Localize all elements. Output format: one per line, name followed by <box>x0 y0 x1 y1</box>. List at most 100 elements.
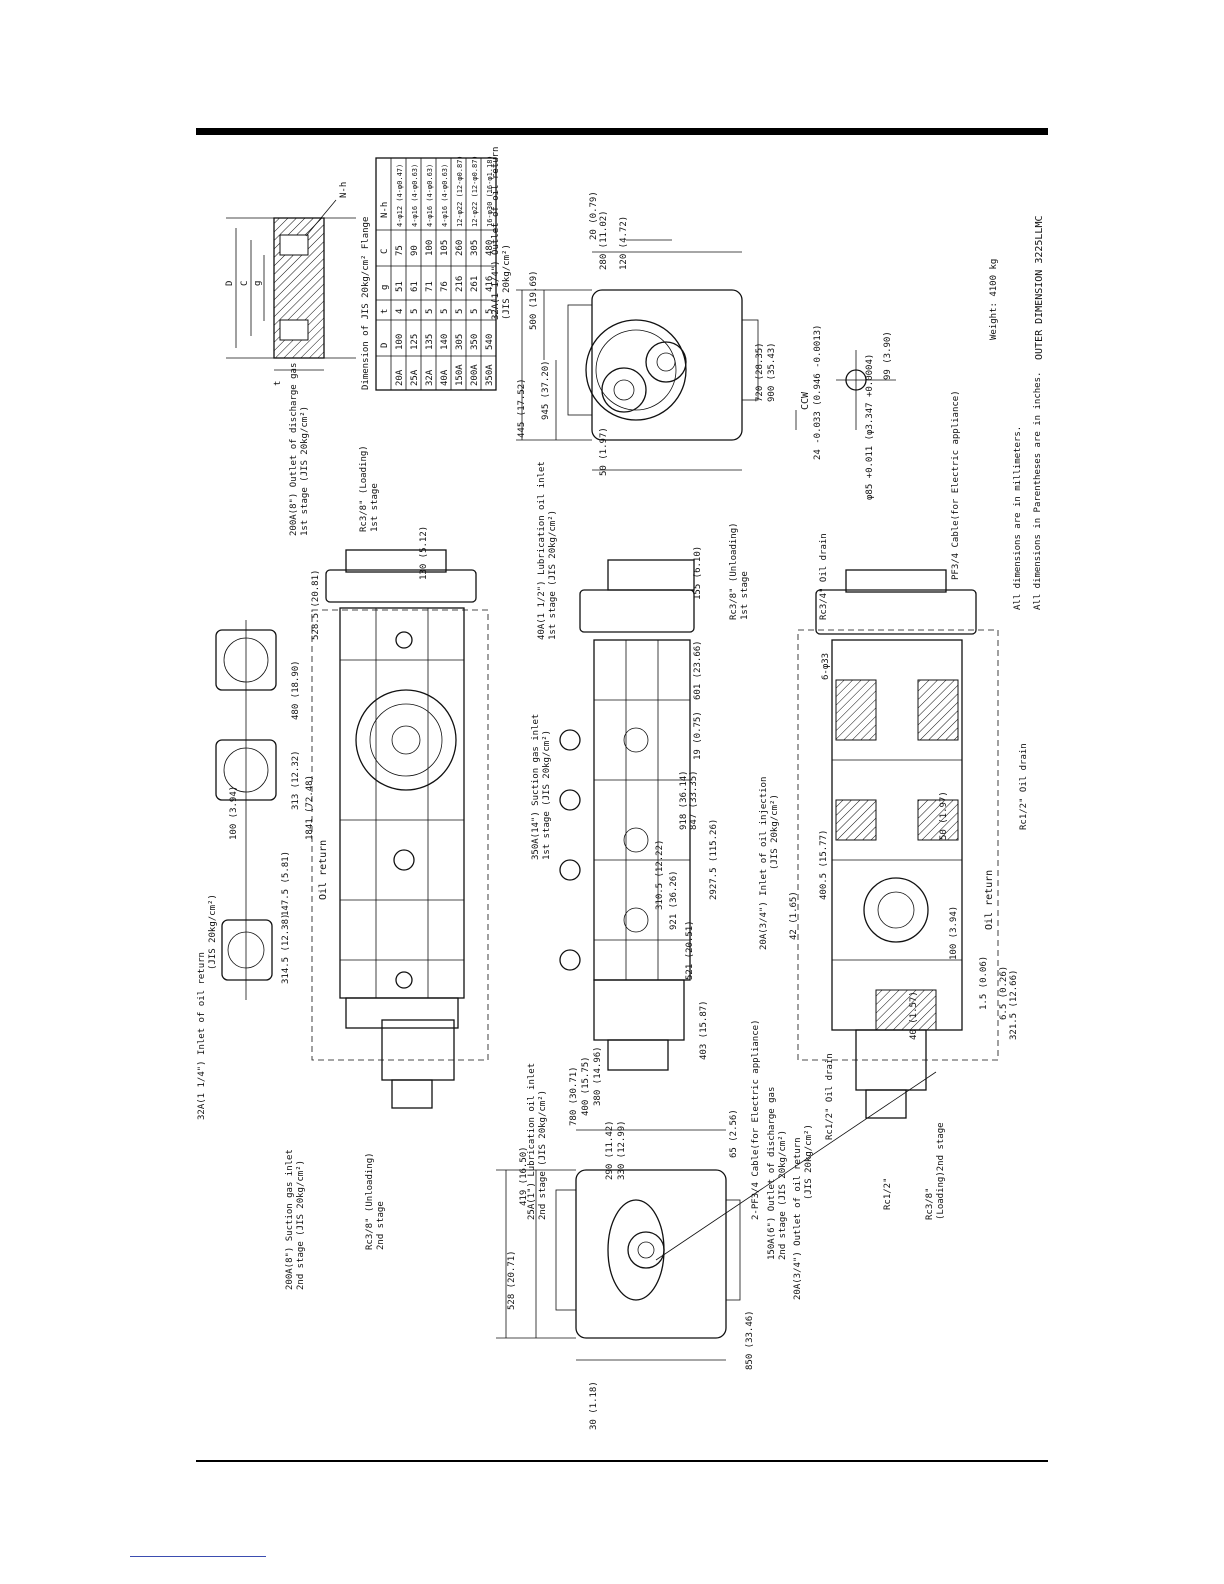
table-row-cell: 4-φ16 (4-φ0.63) <box>411 164 419 227</box>
flange-col-nh: N-h <box>380 202 390 218</box>
table-row-cell: 4-φ16 (4-φ0.63) <box>441 164 449 227</box>
callout-lube-inlet-1st-2: 1st stage (JIS 20kg/cm²) <box>548 510 558 640</box>
table-row-cell: 12-φ22 (12-φ0.87) <box>456 155 464 227</box>
table-row-cell: 25A <box>410 369 420 386</box>
flange-table-title: Dimension of JIS 20kg/cm² Flange <box>361 217 371 390</box>
table-row-cell: 5 <box>410 309 420 314</box>
table-row-cell: 100 <box>395 334 405 350</box>
flange-label-nh: N-h <box>339 182 349 198</box>
drawing-title: OUTER DIMENSION 3225LLMC <box>1034 216 1045 361</box>
dimension-label: 30 (1.18) <box>589 1381 599 1430</box>
flange-col-d: D <box>380 343 390 348</box>
callout-oil-drain-12-b: Rc1/2" Oil drain <box>825 1053 835 1140</box>
top-rule <box>196 128 1048 135</box>
dimension-label: 918 (36.14) <box>679 770 689 830</box>
table-row-cell: 61 <box>410 281 420 292</box>
shaft-end-detail <box>795 350 896 430</box>
callout-outlet-oil-return-32-2: (JIS 20kg/cm²) <box>502 244 512 320</box>
table-row-cell: 416 <box>485 276 495 292</box>
units-inch-note: All dimensions in Parentheses are in inc… <box>1033 372 1043 610</box>
table-row-cell: 5 <box>425 309 435 314</box>
callout-unloading-1st: Rc3/8" (Unloading) <box>729 522 739 620</box>
table-row-cell: 4-φ16 (4-φ0.63) <box>426 164 434 227</box>
dimension-label: 847 (33.35) <box>689 770 699 830</box>
callout-oil-injection-2: (JIS 20kg/cm²) <box>770 794 780 870</box>
bottom-end-view <box>496 1129 741 1361</box>
callout-oil-injection: 20A(3/4") Inlet of oil injection <box>759 777 769 950</box>
dimension-label: 921 (36.26) <box>669 870 679 930</box>
table-row-cell: 480 <box>485 240 495 256</box>
callout-unloading-2nd: Rc3/8" (Unloading) <box>365 1152 375 1250</box>
flange-col-c: C <box>380 249 390 254</box>
callout-rc38-loading-2nd-2: (Loading)2nd stage <box>936 1122 946 1220</box>
table-row-cell: 350 <box>470 334 480 350</box>
callout-rc38-loading-2nd: Rc3/8" <box>925 1187 935 1220</box>
callout-suction-1st-2: 1st stage (JIS 20kg/cm²) <box>542 730 552 860</box>
dimension-label: 528.5 (20.81) <box>311 570 321 640</box>
compressor-top-view <box>215 549 489 1109</box>
table-row-cell: 5 <box>440 309 450 314</box>
dimension-label: 528 (20.71) <box>507 1250 517 1310</box>
dimension-label: 601 (23.66) <box>693 640 703 700</box>
dimension-label: 780 (30.71) <box>569 1066 579 1126</box>
table-row-cell: 135 <box>425 334 435 350</box>
flange-col-t: t <box>380 309 390 314</box>
footnote-rule <box>130 1556 266 1557</box>
dimension-label: 720 (28.35) <box>755 342 765 402</box>
table-row-cell: 140 <box>440 334 450 350</box>
table-row-cell: 540 <box>485 334 495 350</box>
callout-discharge-2nd-2: 2nd stage (JIS 20kg/cm²) <box>778 1130 788 1260</box>
dimension-label: 480 (18.90) <box>291 660 301 720</box>
dimension-label: 500 (19.69) <box>529 270 539 330</box>
dimension-label: 130 (5.12) <box>419 526 429 580</box>
dimension-label: 147.5 (5.81) <box>281 851 291 916</box>
table-row-cell: 90 <box>410 245 420 256</box>
table-row-cell: 125 <box>410 334 420 350</box>
dimension-label: 120 (4.72) <box>619 216 629 270</box>
dimension-label: 50 (1.97) <box>599 427 609 476</box>
flange-label-t: t <box>273 381 283 386</box>
table-row-cell: 4 <box>395 309 405 314</box>
flange-label-c: C <box>240 281 250 286</box>
dimension-label: 945 (37.20) <box>541 360 551 420</box>
table-row-cell: 350A <box>485 364 495 386</box>
table-row-cell: 12-φ22 (12-φ0.87) <box>471 155 479 227</box>
table-row-cell: 260 <box>455 240 465 256</box>
callout-outlet-discharge: 200A(8") Outlet of discharge gas <box>289 363 299 536</box>
table-row-cell: 100 <box>425 240 435 256</box>
table-row-cell: 75 <box>395 245 405 256</box>
callout-inlet-oil-return-32-2: (JIS 20kg/cm²) <box>208 894 218 970</box>
callout-inlet-oil-return-32: 32A(1 1/4") Inlet of oil return <box>197 952 207 1120</box>
dimension-label: 155 (6.10) <box>693 546 703 600</box>
units-mm-note: All dimensions are in millimeters. <box>1013 426 1023 610</box>
dimension-label: 445 (17.52) <box>517 378 527 438</box>
dimension-label: 1841 (72.48) <box>305 775 315 840</box>
shaft-keyway: 24 -0.033 (0.946 -0.0013) <box>813 325 823 460</box>
dimension-label: 1.5 (0.06) <box>979 956 989 1010</box>
table-row-cell: 16-φ30 (16-φ1.18) <box>486 155 494 227</box>
dimension-label: 50 (1.97) <box>939 791 949 840</box>
dimension-label: 403 (15.87) <box>699 1000 709 1060</box>
dimension-label: 419 (16.50) <box>519 1146 529 1206</box>
dimension-label: 850 (33.46) <box>745 1310 755 1370</box>
dimension-label: 40 (1.57) <box>909 991 919 1040</box>
table-row-cell: 5 <box>485 309 495 314</box>
dimension-label: 330 (12.99) <box>617 1120 627 1180</box>
dimension-label: 400.5 (15.77) <box>819 830 829 900</box>
callout-unloading-2nd-2: 2nd stage <box>376 1201 386 1250</box>
compressor-section-view <box>797 569 999 1119</box>
callout-loading-1st-2: 1st stage <box>370 483 380 532</box>
table-row-cell: 76 <box>440 281 450 292</box>
dimension-label: 65 (2.56) <box>729 1109 739 1158</box>
callout-suction-2nd: 200A(8") Suction gas inlet <box>285 1149 295 1290</box>
table-row-cell: 305 <box>455 334 465 350</box>
callout-outlet-discharge-2: 1st stage (JIS 20kg/cm²) <box>300 406 310 536</box>
callout-bolt-holes: 6-φ33 <box>821 653 831 680</box>
outer-dimension-drawing: D C g t N-h Dimension of JIS 20kg/cm² Fl… <box>197 147 1045 1430</box>
dimension-label: 321.5 (12.66) <box>1009 970 1019 1040</box>
table-row-cell: 105 <box>440 240 450 256</box>
shaft-diameter: φ85 +0.011 (φ3.347 +0.0004) <box>865 354 875 500</box>
flange-detail-drawing: D C g t N-h <box>225 182 356 386</box>
compressor-side-view <box>559 559 695 1071</box>
dimension-label: 290 (11.42) <box>605 1120 615 1180</box>
